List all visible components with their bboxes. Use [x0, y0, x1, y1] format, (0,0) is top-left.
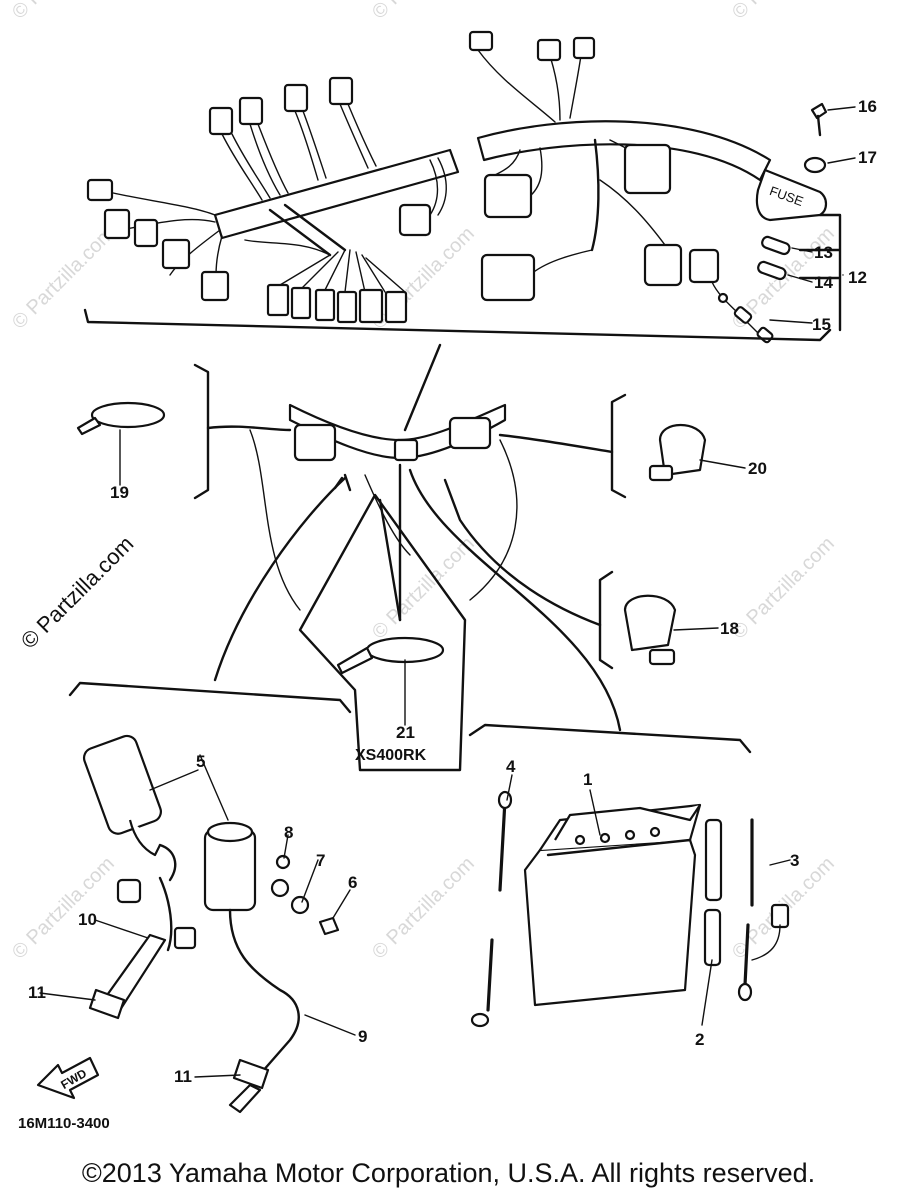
- battery: [523, 803, 702, 1007]
- clamp-18: [623, 594, 677, 666]
- callout-7: 7: [316, 851, 325, 870]
- callout-numbers: 1 2 3 4 5 6 7 8 9 10 11 11 12 13 14 15 1…: [18, 97, 877, 1132]
- callout-18: 18: [720, 619, 739, 638]
- clamp-19: [76, 401, 166, 436]
- connector: [208, 106, 234, 136]
- connector: [358, 288, 384, 324]
- callout-9: 9: [358, 1027, 367, 1046]
- callout-10: 10: [78, 910, 97, 929]
- handlebar-assembly: [193, 363, 627, 772]
- fuse-14: [757, 260, 787, 281]
- watermark: © Partzilla.com: [728, 533, 839, 644]
- callout-4: 4: [506, 757, 516, 776]
- callout-leaders: [39, 106, 856, 1078]
- connector: [86, 178, 114, 202]
- watermark: © Partzilla.com: [8, 0, 119, 24]
- callout-14: 14: [814, 273, 833, 292]
- watermark: © Partzilla.com: [368, 223, 479, 334]
- watermark: © Partzilla.com: [728, 0, 839, 24]
- watermark: © Partzilla.com: [8, 223, 119, 334]
- watermark: © Partzilla.com: [368, 0, 479, 24]
- clamp-21: [336, 636, 445, 675]
- connector: [200, 270, 230, 302]
- clamp-20: [648, 424, 707, 482]
- battery-lead-3: [737, 818, 790, 1002]
- plug-caps: [88, 933, 270, 1114]
- callout-2: 2: [695, 1030, 704, 1049]
- callout-5: 5: [196, 752, 205, 771]
- callout-15: 15: [812, 315, 831, 334]
- connector: [384, 290, 408, 324]
- small-parts: [270, 854, 340, 936]
- callout-3: 3: [790, 851, 799, 870]
- copyright-notice: ©2013 Yamaha Motor Corporation, U.S.A. A…: [81, 1158, 816, 1188]
- connector: [283, 83, 309, 113]
- connector: [643, 243, 683, 287]
- watermark: © Partzilla.com: [368, 853, 479, 964]
- diagram-code: 16M110-3400: [18, 1115, 110, 1132]
- connector: [133, 218, 159, 248]
- connector: [483, 173, 533, 219]
- callout-20: 20: [748, 459, 767, 478]
- callout-11-right: 11: [174, 1067, 192, 1086]
- connector: [623, 143, 672, 195]
- connector: [161, 238, 191, 270]
- watermark-dark: © Partzilla.com: [16, 531, 139, 654]
- callout-8: 8: [284, 823, 293, 842]
- connector: [266, 283, 290, 317]
- connector: [480, 253, 536, 302]
- connector: [103, 208, 131, 240]
- connector: [572, 36, 596, 60]
- connector: [468, 30, 494, 52]
- watermark: © Partzilla.com: [368, 533, 479, 644]
- bolt-16: [810, 102, 828, 120]
- forward-arrow: FWD: [36, 1056, 100, 1100]
- connector: [688, 248, 720, 284]
- ignition-coil-left: [82, 734, 177, 952]
- connector: [536, 38, 562, 62]
- connector: [328, 76, 354, 106]
- callout-1: 1: [583, 770, 592, 789]
- battery-lead-4: [470, 790, 513, 1028]
- callout-6: 6: [348, 873, 357, 892]
- callout-21: 21: [396, 723, 415, 742]
- callout-13: 13: [814, 243, 833, 262]
- callout-11-left: 11: [28, 983, 46, 1002]
- ignition-coil-right: [173, 821, 300, 1082]
- main-wire-harness: FUSE: [83, 30, 842, 344]
- fuse-13: [761, 235, 791, 256]
- battery-tube-2: [703, 818, 723, 967]
- model-label: XS400RK: [355, 747, 427, 764]
- callout-17: 17: [858, 148, 877, 167]
- connector: [398, 203, 432, 237]
- callout-12: 12: [848, 268, 867, 287]
- connector: [238, 96, 264, 126]
- watermark: © Partzilla.com: [8, 853, 119, 964]
- connector: [336, 290, 358, 324]
- harness-trunk-right: [476, 120, 772, 182]
- fuse-box: [755, 168, 828, 222]
- nut-17: [803, 156, 827, 174]
- callout-16: 16: [858, 97, 877, 116]
- connector: [290, 286, 312, 320]
- callout-19: 19: [110, 483, 129, 502]
- connector: [314, 288, 336, 322]
